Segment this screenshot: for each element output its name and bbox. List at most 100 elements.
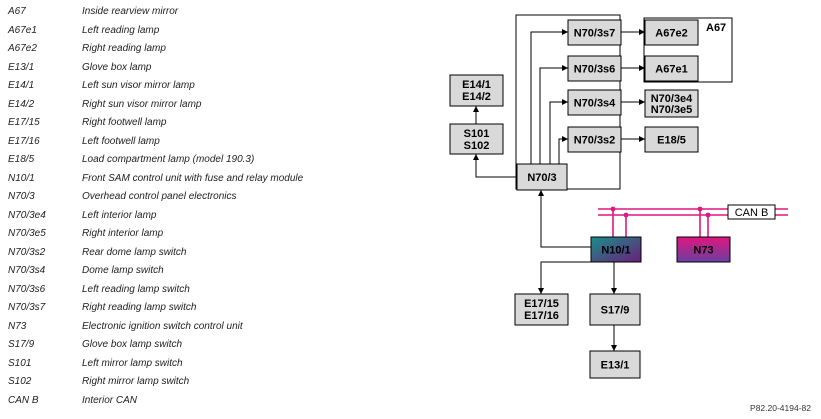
figure-reference: P82.20-4194-82 <box>750 403 811 413</box>
n70-3s4-label: N70/3s4 <box>574 98 616 110</box>
wire-to-e17 <box>538 261 604 294</box>
legend-row: E18/5 Load compartment lamp (model 190.3) <box>8 151 428 170</box>
legend-desc: Left sun visor mirror lamp <box>82 80 195 91</box>
n70-3s2-box <box>567 126 622 153</box>
a67e2-label: A67e2 <box>655 28 687 40</box>
wire-to-n70-3s2 <box>558 136 568 164</box>
n70-3-label: N70/3 <box>527 172 556 184</box>
legend-code: E14/1 <box>8 80 35 91</box>
legend-code: A67e1 <box>8 24 37 36</box>
can-b-label-box <box>727 204 776 220</box>
legend-row: A67e1 Left reading lamp <box>8 22 428 41</box>
legend-code: N70/3s6 <box>8 283 46 295</box>
wire-n10-to-n70-3 <box>538 190 591 248</box>
n73-label: N73 <box>693 245 713 257</box>
legend-code: CAN B <box>8 394 39 406</box>
legend-row: E17/15 Right footwell lamp <box>8 114 428 133</box>
legend-desc: Overhead control panel electronics <box>82 191 237 202</box>
legend-desc: Left footwell lamp <box>82 135 160 147</box>
a67e1-box <box>644 55 699 82</box>
s17-9-label: S17/9 <box>601 305 630 317</box>
legend-desc: Inside rearview mirror <box>82 6 179 17</box>
n70-3-box <box>516 163 568 191</box>
wire-to-n70-3s4 <box>549 99 568 164</box>
legend-desc: Electronic ignition switch control unit <box>82 320 243 332</box>
legend-desc: Right reading lamp <box>82 43 166 54</box>
n10-1-box <box>590 236 642 263</box>
legend-row: A67e2 Right reading lamp <box>8 40 428 59</box>
legend-code: N70/3e4 <box>8 209 46 221</box>
legend-desc: Left reading lamp switch <box>82 283 190 295</box>
legend-row: N10/1 Front SAM control unit with fuse an… <box>8 170 428 189</box>
legend-code: S17/9 <box>8 339 35 350</box>
n70-3e4-label: N70/3e4 <box>651 93 693 105</box>
component-boxes <box>449 19 731 379</box>
legend-desc: Rear dome lamp switch <box>82 246 187 258</box>
e18-5-label: E18/5 <box>657 135 686 147</box>
legend-code: N10/1 <box>8 172 35 184</box>
legend-row: E17/16 Left footwell lamp <box>8 133 428 152</box>
n70-3s6-label: N70/3s6 <box>574 64 616 76</box>
legend-desc: Right reading lamp switch <box>82 302 197 313</box>
e14-2-label: E14/2 <box>462 91 491 103</box>
a67-frame <box>643 17 733 83</box>
legend-code: N70/3s2 <box>8 246 46 258</box>
e17-15-label: E17/15 <box>524 298 559 310</box>
legend-desc: Glove box lamp <box>82 61 152 73</box>
legend-code: E18/5 <box>8 154 35 165</box>
e13-1-box <box>589 350 641 379</box>
legend-code: E17/16 <box>8 135 40 147</box>
wire-to-n70-3s7 <box>530 29 568 164</box>
legend-code: E17/15 <box>8 117 40 128</box>
legend-desc: Right sun visor mirror lamp <box>82 98 202 110</box>
legend-desc: Left interior lamp <box>82 209 157 221</box>
n70-3s4-box <box>567 89 622 116</box>
legend-desc: Load compartment lamp (model 190.3) <box>82 154 255 165</box>
a67e1-label: A67e1 <box>655 64 687 76</box>
legend-row: N70/3s6 Left reading lamp switch <box>8 281 428 300</box>
legend-desc: Front SAM control unit with fuse and rel… <box>82 172 304 184</box>
legend-row: E14/1 Left sun visor mirror lamp <box>8 77 428 96</box>
n70-3s6-box <box>567 55 622 82</box>
can-junction-dot <box>623 212 629 218</box>
legend-desc: Right footwell lamp <box>82 117 167 128</box>
n70-3e5-label: N70/3e5 <box>651 104 693 116</box>
s101-s102-box <box>449 123 504 155</box>
can-junction-dot <box>697 206 703 212</box>
legend-row: S17/9 Glove box lamp switch <box>8 336 428 355</box>
legend-row: A67 Inside rearview mirror <box>8 3 428 22</box>
e17-16-label: E17/16 <box>524 310 559 322</box>
legend-row: N70/3e4 Left interior lamp <box>8 207 428 226</box>
legend-row: CAN B Interior CAN <box>8 392 428 411</box>
legend-code: N70/3e5 <box>8 228 46 239</box>
can-junctions <box>610 206 711 218</box>
n70-3s7-box <box>567 19 622 46</box>
legend-row: S101 Left mirror lamp switch <box>8 355 428 374</box>
legend-code: S102 <box>8 376 32 387</box>
legend-desc: Left mirror lamp switch <box>82 357 183 369</box>
a67e2-box <box>644 19 699 46</box>
legend-row: N70/3s2 Rear dome lamp switch <box>8 244 428 263</box>
can-junction-dot <box>705 212 711 218</box>
legend-code: S101 <box>8 357 32 369</box>
wire-to-n70-3s6 <box>539 65 568 164</box>
legend-code: A67 <box>8 6 26 17</box>
can-junction-dot <box>610 206 616 212</box>
legend-desc: Glove box lamp switch <box>82 339 183 350</box>
legend-desc: Left reading lamp <box>82 24 160 36</box>
legend-desc: Interior CAN <box>82 394 138 406</box>
e17-box <box>514 293 569 326</box>
wire-to-s101 <box>473 154 517 178</box>
legend-code: A67e2 <box>8 43 37 54</box>
a67-label: A67 <box>706 22 726 34</box>
